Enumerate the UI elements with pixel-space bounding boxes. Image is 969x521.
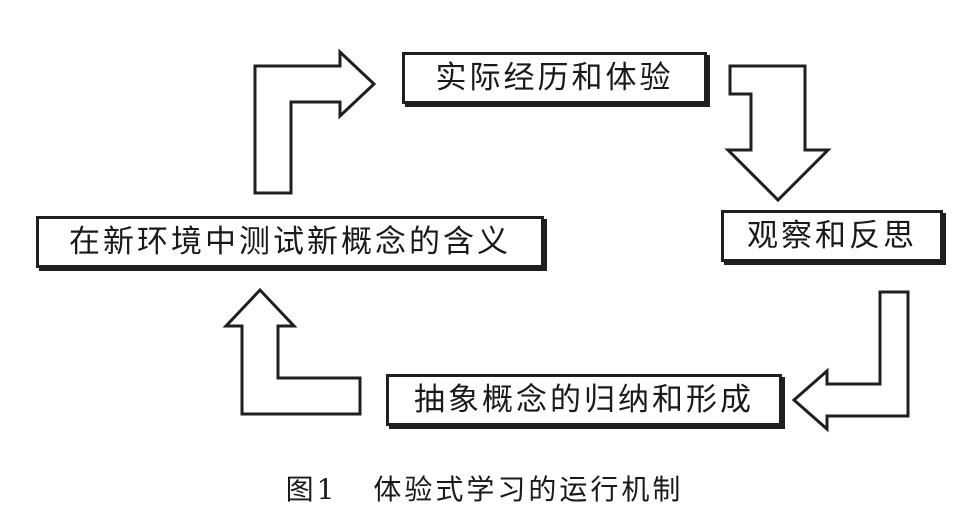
arrow-experience-to-reflection (728, 66, 828, 200)
arrow-test-to-experience (255, 52, 374, 193)
figure-caption: 图1 体验式学习的运行机制 (0, 468, 969, 508)
arrow-abstraction-to-test (226, 290, 360, 414)
figure-number: 图1 (286, 473, 338, 506)
node-reflective-observation-label: 观察和反思 (747, 221, 917, 252)
arrow-reflection-to-abstraction (794, 292, 908, 429)
node-abstract-conceptualization-label: 抽象概念的归纳和形成 (414, 385, 754, 416)
node-reflective-observation: 观察和反思 (721, 210, 943, 262)
node-abstract-conceptualization: 抽象概念的归纳和形成 (386, 374, 782, 426)
node-active-experimentation: 在新环境中测试新概念的含义 (36, 216, 544, 268)
node-active-experimentation-label: 在新环境中测试新概念的含义 (69, 227, 511, 258)
node-concrete-experience: 实际经历和体验 (402, 52, 707, 104)
node-concrete-experience-label: 实际经历和体验 (436, 63, 674, 94)
figure-title: 体验式学习的运行机制 (373, 473, 683, 506)
